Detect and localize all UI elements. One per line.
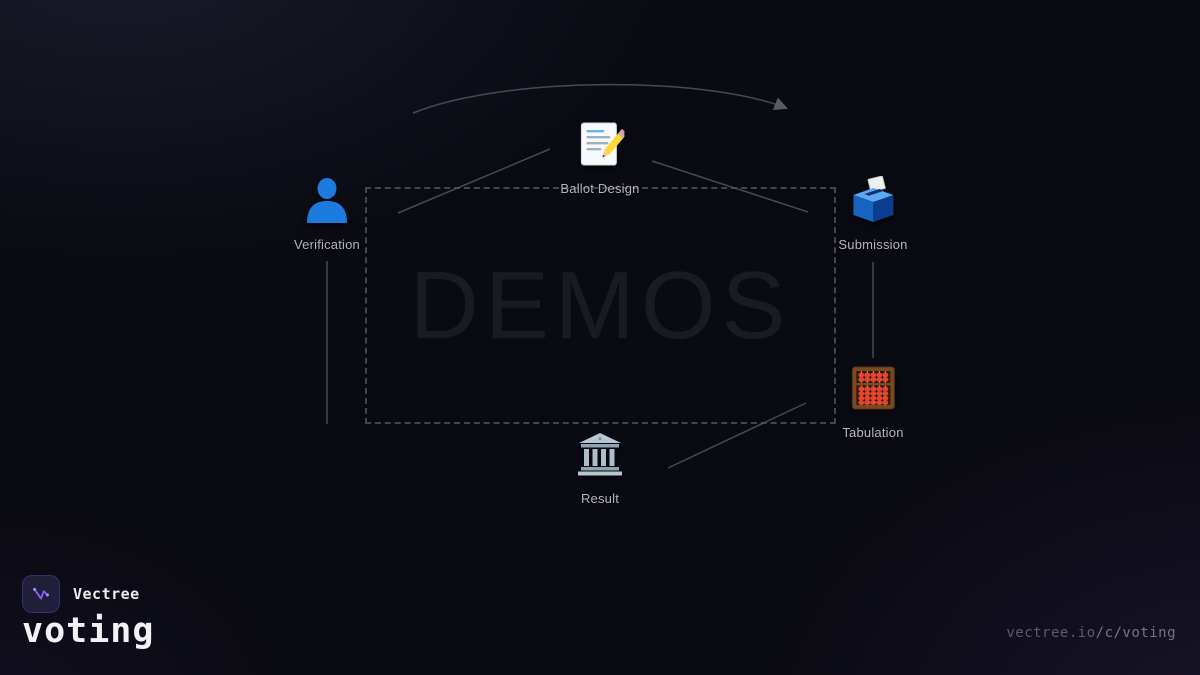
node-label: Result xyxy=(580,491,620,506)
ballot-box-icon xyxy=(849,175,897,224)
connector-top-arc-arrow xyxy=(412,83,788,114)
brand-row: Vectree xyxy=(22,575,140,613)
node-label: Verification xyxy=(294,237,360,252)
page-url: vectree.io/c/voting xyxy=(1006,625,1176,641)
abacus-icon xyxy=(849,364,897,412)
node-label: Tabulation xyxy=(842,425,904,440)
node-tabulation: Tabulation xyxy=(842,364,903,440)
brand-name: Vectree xyxy=(73,585,140,603)
person-silhouette-icon xyxy=(303,176,351,224)
page-title: voting xyxy=(22,611,155,651)
node-label: Submission xyxy=(838,237,908,252)
node-result: Result xyxy=(576,430,624,506)
node-ballot-design: Ballot Design xyxy=(560,120,639,196)
vectree-logo-icon xyxy=(22,575,60,613)
memo-pencil-icon xyxy=(576,120,627,168)
demos-boundary-box: DEMOS xyxy=(365,187,836,424)
node-verification: Verification xyxy=(294,176,360,252)
page-url-host: vectree.io xyxy=(1006,625,1096,641)
classical-building-icon xyxy=(576,430,624,478)
node-label: Ballot Design xyxy=(560,181,640,196)
demos-watermark: DEMOS xyxy=(409,251,792,359)
node-submission: Submission xyxy=(838,175,908,252)
page-url-path: /c/voting xyxy=(1095,625,1176,641)
